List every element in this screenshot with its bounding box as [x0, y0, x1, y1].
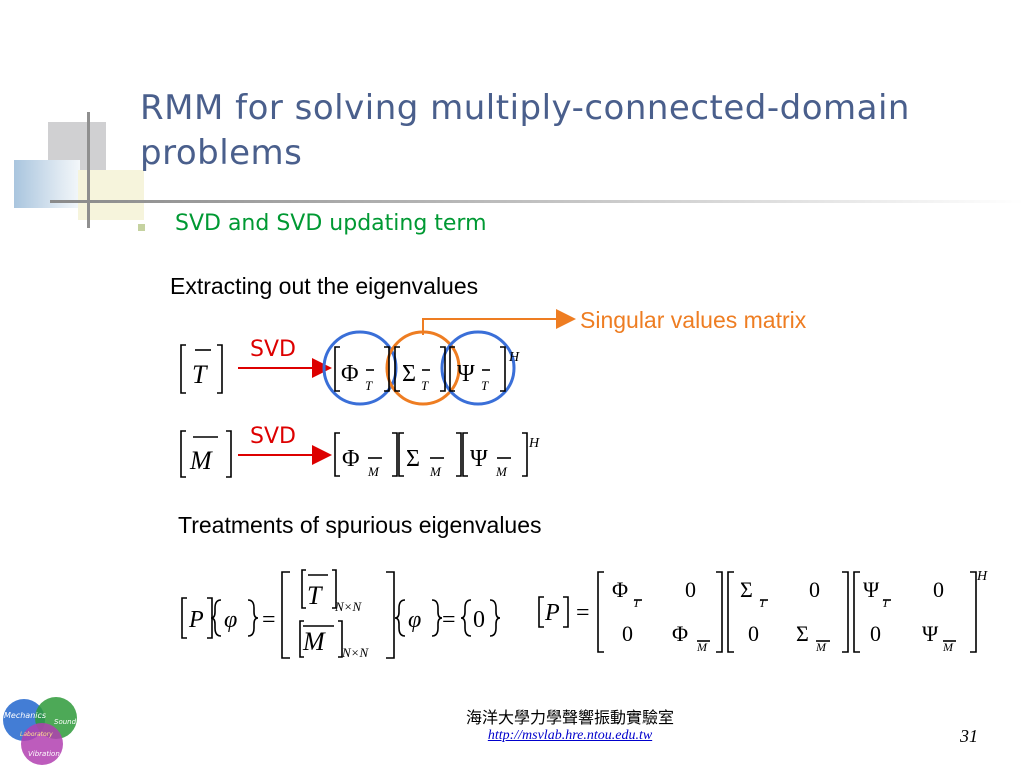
mat3-sub-t: T — [882, 596, 890, 610]
footer-url-link[interactable]: http://msvlab.hre.ntou.edu.tw — [487, 728, 653, 743]
math-eq-2: = — [442, 607, 456, 633]
mat2-sigma-m: Σ — [796, 621, 809, 646]
math-sub-m3: M — [495, 464, 508, 479]
title-underline — [50, 200, 1024, 203]
mat3-psi-m: Ψ — [922, 621, 939, 646]
math-varphi-1: φ — [224, 607, 237, 633]
mat3-sub-m: M — [942, 640, 954, 654]
math-M-stack: M — [302, 627, 326, 656]
math-H-m: H — [528, 436, 540, 451]
math-H-right: H — [976, 569, 988, 584]
singular-values-connector — [422, 309, 576, 335]
math-sub-m1: M — [367, 464, 380, 479]
mat1-sub-t: T — [633, 596, 641, 610]
math-Phi-t: Φ — [341, 361, 359, 387]
mat1-phi-m: Φ — [672, 621, 688, 646]
math-sub-t1: T — [365, 378, 373, 393]
lab-logo: Mechanics Sound Laboratory Vibration — [3, 697, 77, 765]
mat1-sub-m: M — [696, 640, 708, 654]
mat2-sigma-t: Σ — [740, 577, 753, 602]
math-NxN-2: N×N — [341, 645, 369, 660]
mat3-psi-t: Ψ — [863, 577, 880, 602]
logo-mechanics: Mechanics — [4, 711, 46, 720]
singular-values-label: Singular values matrix — [580, 307, 807, 333]
math-P-left: P — [188, 607, 204, 633]
svd-label-m: SVD — [250, 424, 296, 449]
math-sub-t3: T — [481, 378, 489, 393]
mat3-zero-b: 0 — [870, 621, 881, 646]
mat1-phi-t: Φ — [612, 577, 628, 602]
mat1-zero-a: 0 — [685, 577, 696, 602]
circle-phi-t — [322, 330, 398, 406]
bullet-text: SVD and SVD updating term — [175, 211, 487, 236]
logo-laboratory: Laboratory — [20, 731, 53, 738]
circle-sigma-t — [385, 330, 461, 406]
mat2-sub-t: T — [759, 596, 767, 610]
math-eq-1: = — [262, 607, 276, 633]
math-zero-rhs: 0 — [473, 607, 485, 633]
mat1-zero-b: 0 — [622, 621, 633, 646]
math-sub-m2: M — [429, 464, 442, 479]
math-varphi-2: φ — [408, 607, 421, 633]
math-Sigma-m: Σ — [406, 446, 420, 472]
math-M: M — [189, 446, 213, 475]
math-T-stack: T — [307, 581, 323, 610]
mat3-zero-a: 0 — [933, 577, 944, 602]
footer-lab-name: 海洋大學力學聲響振動實驗室 — [465, 708, 674, 727]
svd-label-t: SVD — [250, 337, 296, 362]
math-Sigma-t: Σ — [402, 361, 416, 387]
math-NxN-1: N×N — [334, 599, 362, 614]
mat2-zero-a: 0 — [809, 577, 820, 602]
bullet-marker — [138, 224, 145, 231]
math-Phi-m: Φ — [342, 446, 360, 472]
decor-vertical-line — [87, 112, 90, 228]
page-number: 31 — [960, 726, 978, 746]
math-Psi-m: Ψ — [470, 446, 488, 472]
mat2-zero-b: 0 — [748, 621, 759, 646]
logo-vibration: Vibration — [28, 750, 60, 758]
math-T: T — [192, 360, 208, 389]
math-Psi-t: Ψ — [457, 361, 475, 387]
math-H-t: H — [508, 350, 520, 365]
mat2-sub-m: M — [815, 640, 827, 654]
logo-sound: Sound — [54, 718, 77, 726]
section-heading-treatments: Treatments of spurious eigenvalues — [178, 512, 542, 538]
section-heading-extracting: Extracting out the eigenvalues — [170, 273, 479, 299]
circle-psi-t — [440, 330, 516, 406]
slide-title: RMM for solving multiply-connected-domai… — [140, 88, 910, 173]
math-sub-t2: T — [421, 378, 429, 393]
math-P-right: P — [544, 600, 560, 626]
math-eq-3: = — [576, 600, 590, 626]
